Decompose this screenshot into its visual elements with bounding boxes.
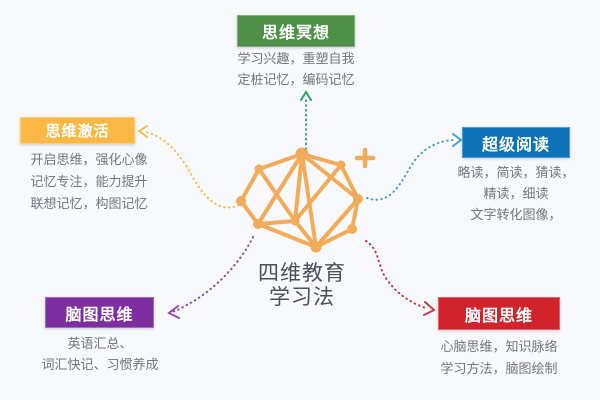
node-desc-mindmap-left: 英语汇总、 词汇快记、习惯养成 [24,333,176,375]
node-desc-mindmap-right: 心脑思维，知识脉络 学习方法，脑图绘制 [428,336,570,380]
desc-line: 略读，简读，猜读， [457,165,575,180]
brain-network-icon [236,147,376,253]
node-label-super-reading: 超级阅读 [462,127,570,158]
desc-line: 精读，细读 [483,186,549,201]
node-label-activation: 思维激活 [20,117,135,144]
node-label-mindmap-left: 脑图思维 [45,297,154,328]
desc-line: 心脑思维，知识脉络 [440,339,558,354]
diagram-title: 四维教育 学习法 [232,262,372,310]
network-nodes [236,147,363,253]
node-desc-activation: 开启思维，强化心像 记忆专注，能力提升 联想记忆，构图记忆 [5,149,173,215]
desc-line: 开启思维，强化心像 [30,152,148,167]
connector-bottom-right-arrow [365,240,436,316]
connector-left-arrow [137,125,244,209]
node-desc-super-reading: 略读，简读，猜读， 精读，细读 文字转化图像， [448,162,584,225]
node-label-meditation: 思维冥想 [237,15,355,47]
network-edges [239,152,360,249]
desc-line: 学习兴趣，重塑自我 [237,51,355,66]
desc-line: 文字转化图像， [470,207,562,222]
connector-bottom-left-arrow [167,236,254,319]
node-desc-meditation: 学习兴趣，重塑自我 定桩记忆，编码记忆 [212,48,380,90]
diagram-title-line2: 学习法 [269,286,335,309]
desc-line: 定桩记忆，编码记忆 [237,72,355,87]
desc-line: 联想记忆，构图记忆 [30,196,148,211]
desc-line: 记忆专注，能力提升 [30,174,148,189]
desc-line: 英语汇总、 [67,336,133,351]
plus-icon [354,147,376,169]
node-label-mindmap-right: 脑图思维 [438,297,560,330]
desc-line: 学习方法，脑图绘制 [440,361,558,376]
connector-right-arrow [366,133,463,201]
diagram-title-line1: 四维教育 [258,262,346,285]
connector-top-arrow [300,90,312,150]
desc-line: 词汇快记、习惯养成 [41,357,159,372]
